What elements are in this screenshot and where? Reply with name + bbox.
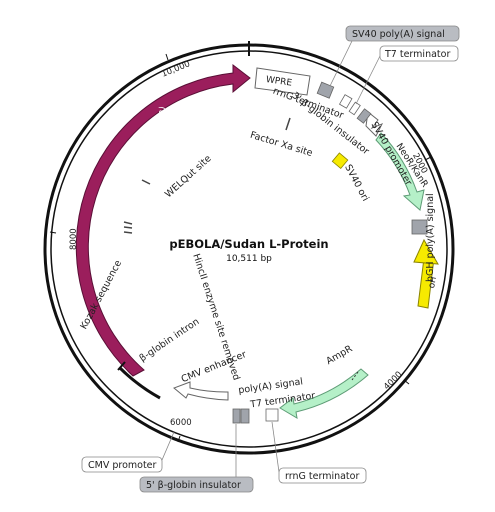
factor-xa-mark [285, 117, 291, 131]
wpre-feature[interactable] [254, 67, 311, 96]
wpre-label: WPRE [265, 75, 293, 89]
t7-terminator-block [348, 101, 361, 116]
coordinate-ticks [49, 53, 432, 443]
bgh-polya-label: bGH poly(A) signal [425, 193, 436, 282]
t7-terminator-callout[interactable]: T7 terminator [379, 45, 459, 62]
t7-terminator-leader [355, 55, 381, 105]
neor-kanr-feature[interactable] [375, 132, 425, 211]
ampr-feature[interactable] [279, 368, 369, 419]
sv40-polya-callout-label: SV40 poly(A) signal [352, 29, 445, 40]
plasmid-name: pEBOLA/Sudan L-Protein [169, 237, 328, 251]
tick-label-6000: 6000 [170, 418, 192, 428]
sv40-ori-block [331, 152, 349, 170]
welqut-label: WELQut site [163, 153, 214, 200]
ampr-label: AmpR [324, 343, 354, 367]
tick-label-4000: 4000 [382, 370, 404, 392]
b-globin-insulator-5-callout-label: 5' β-globin insulator [146, 480, 241, 491]
sv40-polya-block [316, 81, 335, 99]
rrng-terminator-bottom-callout[interactable]: rrnG terminator [278, 467, 367, 484]
b-globin-insulator-3-block [356, 108, 372, 124]
rrng-terminator-bottom-callout-label: rrnG terminator [285, 471, 359, 482]
cmv-promoter-callout-label: CMV promoter [88, 460, 157, 471]
t7-terminator-bottom-block [240, 408, 250, 424]
b-globin-insulator-5-block [232, 408, 241, 424]
sv40-promoter-feature[interactable] [365, 111, 384, 137]
welqut-mark [141, 179, 151, 185]
tick-label-8000: 8000 [69, 228, 79, 250]
ebola-l-protein-feature[interactable] [75, 63, 251, 377]
kozak-sequence-mark [117, 361, 126, 371]
cmv-enhancer-feature[interactable] [173, 381, 229, 401]
ori-label: ori [427, 276, 439, 289]
hincii-mark-2 [123, 226, 133, 229]
hincii-mark-3 [123, 231, 133, 234]
cmv-promoter-leader [161, 431, 175, 461]
plasmid-size: 10,511 bp [226, 254, 272, 264]
ampr-dotted-mark [351, 371, 359, 381]
ori-arrowhead [413, 238, 439, 265]
sv40-polya-callout[interactable]: SV40 poly(A) signal [345, 25, 460, 42]
t7-terminator-callout-label: T7 terminator [384, 49, 450, 60]
hincii-mark-1 [123, 221, 133, 225]
rrng-terminator-block [338, 94, 353, 109]
bgh-polya-block [411, 219, 428, 235]
rrng-terminator-bottom-leader [271, 421, 280, 473]
sv40-ori-label: SV40 ori [342, 163, 370, 203]
b-globin-intron-bar [118, 366, 161, 400]
rrng-terminator-bottom-block [265, 408, 279, 422]
b-globin-insulator-5-callout[interactable]: 5' β-globin insulator [139, 476, 254, 493]
sv40-polya-leader [329, 40, 353, 87]
b-globin-intron-label: β-globin intron [138, 316, 202, 364]
factor-xa-label: Factor Xa site [249, 130, 314, 159]
cmv-promoter-callout[interactable]: CMV promoter [81, 456, 163, 473]
